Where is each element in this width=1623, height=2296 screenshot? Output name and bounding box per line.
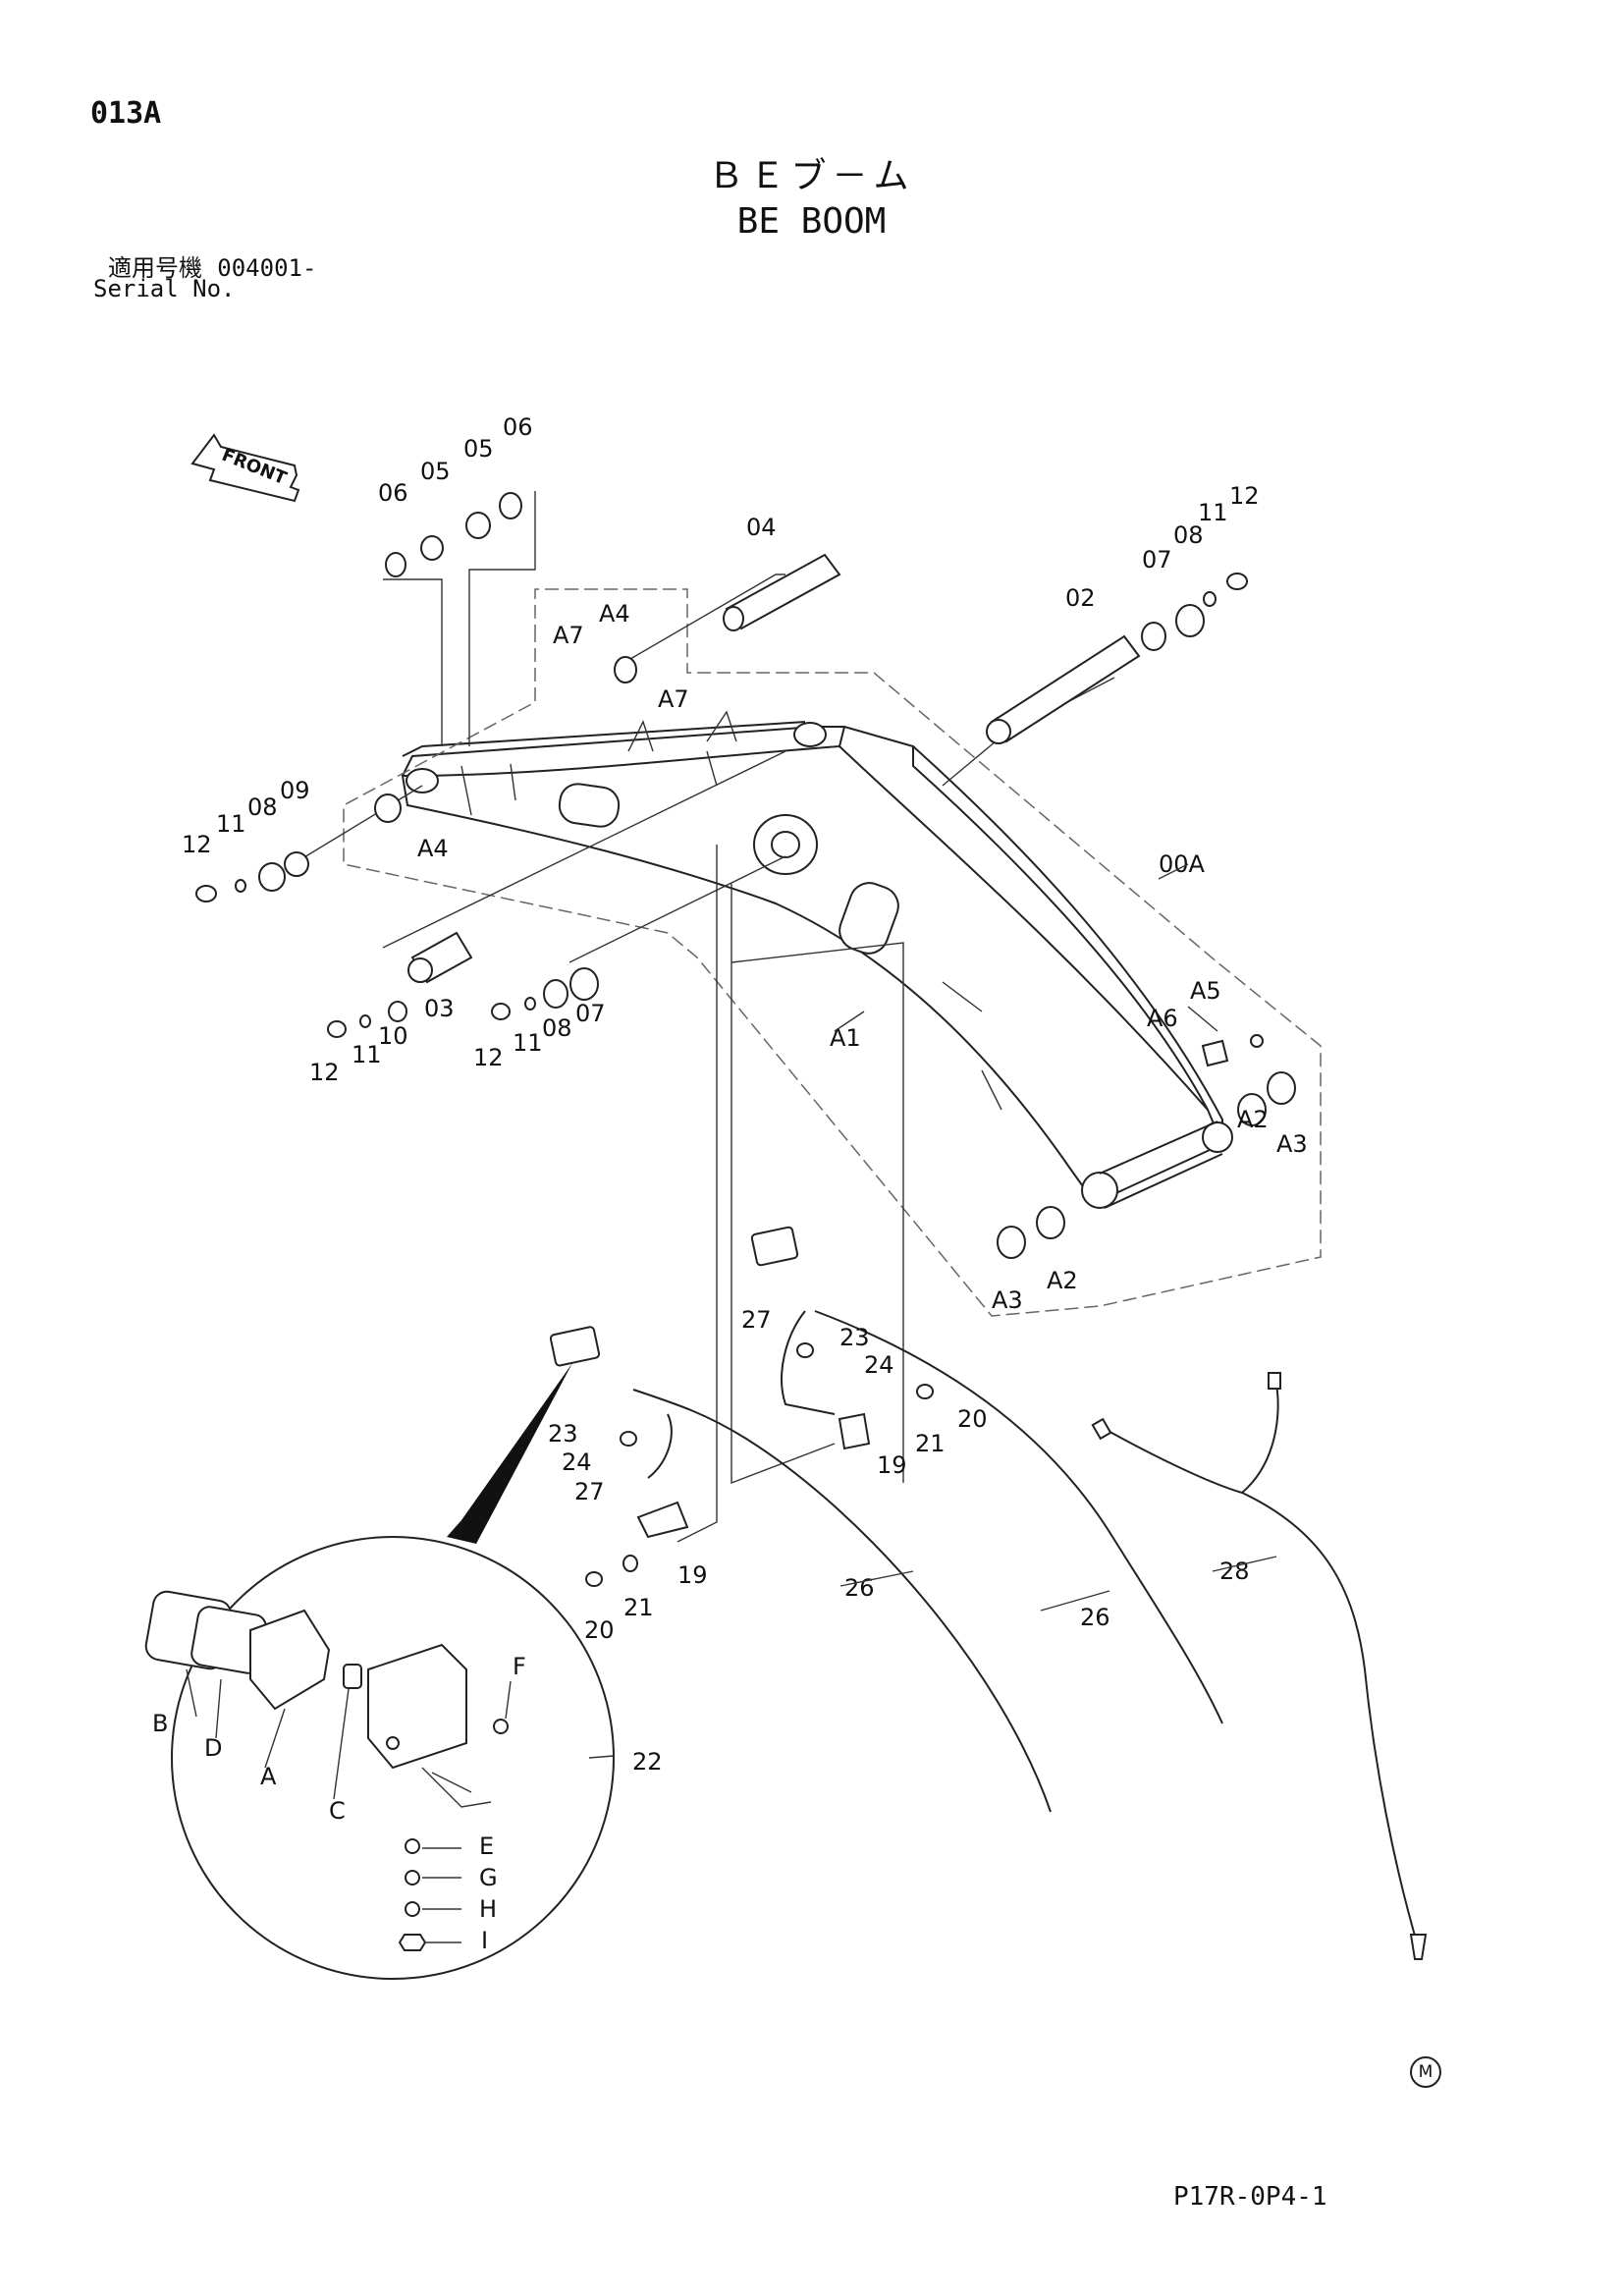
title-english: BE BOOM xyxy=(736,201,887,242)
label-E: E xyxy=(479,1832,494,1860)
footer-code: P17R-0P4-1 xyxy=(1173,2182,1327,2212)
label-12: 12 xyxy=(473,1044,504,1071)
lamp-detail xyxy=(144,1590,509,1951)
boom-structure xyxy=(401,710,1233,1209)
label-08: 08 xyxy=(1173,521,1204,549)
label-20: 20 xyxy=(584,1616,615,1644)
lamp-brackets xyxy=(549,1226,1223,1813)
label-12: 12 xyxy=(1229,482,1260,510)
page-code: 013A xyxy=(90,96,162,131)
label-07: 07 xyxy=(1142,546,1172,574)
wire-harness-28 xyxy=(1091,1372,1428,1960)
label-00A: 00A xyxy=(1159,850,1206,878)
washers xyxy=(195,492,1296,1259)
label-23: 23 xyxy=(839,1324,870,1351)
label-10: 10 xyxy=(378,1022,408,1050)
label-28: 28 xyxy=(1219,1558,1250,1585)
label-A6: A6 xyxy=(1147,1005,1178,1032)
label-D: D xyxy=(204,1734,222,1762)
label-20: 20 xyxy=(957,1405,988,1433)
label-26: 26 xyxy=(844,1574,875,1602)
label-A: A xyxy=(260,1763,277,1790)
part-labels: 06 05 05 06 04 02 07 08 11 12 A4 A7 A7 A… xyxy=(152,413,1308,1954)
assembly-boundary xyxy=(343,588,1322,1317)
label-09: 09 xyxy=(280,777,310,804)
pin-03 xyxy=(407,931,473,984)
label-21: 21 xyxy=(623,1594,654,1621)
label-06: 06 xyxy=(378,479,408,507)
label-H: H xyxy=(479,1895,497,1923)
label-26: 26 xyxy=(1080,1604,1110,1631)
front-arrow-icon: FRONT xyxy=(190,433,300,503)
label-06: 06 xyxy=(503,413,533,441)
label-21: 21 xyxy=(915,1430,946,1457)
label-19: 19 xyxy=(877,1451,907,1479)
label-F: F xyxy=(513,1653,526,1680)
label-07: 07 xyxy=(575,1000,606,1027)
label-A5: A5 xyxy=(1190,977,1221,1005)
serial-label-english: Serial No. xyxy=(93,275,236,302)
label-A1: A1 xyxy=(830,1024,861,1052)
lamp-callout-pointer xyxy=(447,1363,572,1544)
label-27: 27 xyxy=(741,1306,772,1334)
label-12: 12 xyxy=(309,1059,340,1086)
label-C: C xyxy=(329,1797,346,1825)
label-11: 11 xyxy=(216,810,246,838)
serial-label-japanese: 適用号機 004001- xyxy=(108,248,316,283)
label-A7: A7 xyxy=(553,622,584,649)
label-12: 12 xyxy=(182,831,212,858)
label-08: 08 xyxy=(247,793,278,821)
label-11: 11 xyxy=(352,1041,382,1068)
label-G: G xyxy=(479,1864,498,1891)
serial-label-jp-text: 適用号機 xyxy=(108,254,202,282)
label-A2: A2 xyxy=(1237,1106,1269,1133)
label-05: 05 xyxy=(463,435,494,463)
label-A4: A4 xyxy=(417,835,449,862)
lamp-detail-circle xyxy=(171,1536,615,1980)
label-11: 11 xyxy=(1198,499,1228,526)
label-24: 24 xyxy=(864,1351,894,1379)
label-A2: A2 xyxy=(1047,1267,1078,1294)
label-A3: A3 xyxy=(992,1286,1023,1314)
label-22: 22 xyxy=(632,1748,663,1776)
label-03: 03 xyxy=(424,995,455,1022)
label-23: 23 xyxy=(548,1420,578,1448)
label-08: 08 xyxy=(542,1014,572,1042)
label-B: B xyxy=(152,1710,168,1737)
label-11: 11 xyxy=(513,1029,543,1057)
label-24: 24 xyxy=(562,1449,592,1476)
label-A3: A3 xyxy=(1276,1130,1308,1158)
m-mark-icon: M xyxy=(1410,2056,1441,2088)
label-04: 04 xyxy=(746,514,777,541)
pin-04 xyxy=(723,553,841,631)
label-I: I xyxy=(481,1927,488,1954)
label-19: 19 xyxy=(677,1561,708,1589)
serial-number: 004001- xyxy=(217,254,317,282)
label-02: 02 xyxy=(1065,584,1096,612)
label-A7: A7 xyxy=(658,685,689,713)
pin-02 xyxy=(986,634,1141,744)
label-A4: A4 xyxy=(599,600,630,628)
label-27: 27 xyxy=(574,1478,605,1505)
label-05: 05 xyxy=(420,458,451,485)
title-japanese: ＢＥブ－ム xyxy=(708,156,915,196)
